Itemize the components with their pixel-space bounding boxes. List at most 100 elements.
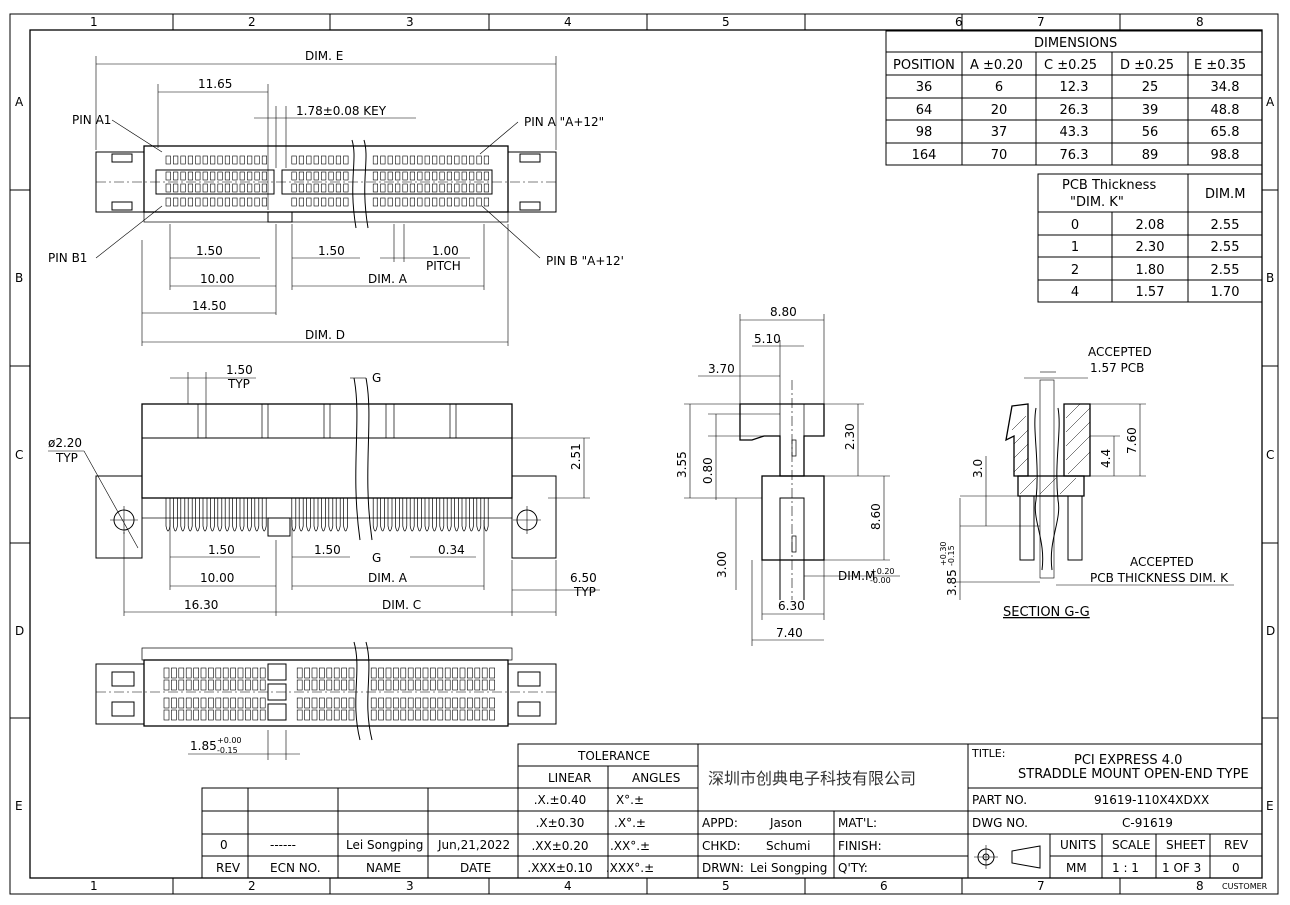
contact-pin [476, 155, 482, 165]
front-view-top-tabs [141, 403, 513, 439]
contact-pad [444, 667, 451, 679]
solder-tail [180, 498, 186, 532]
contact-pin [469, 155, 475, 165]
solder-tail [247, 498, 252, 532]
solder-tail [328, 498, 334, 532]
contact-pin [380, 197, 386, 207]
contact-pin [372, 155, 379, 165]
contact-pad [467, 709, 473, 721]
customer-label: CUSTOMER [1222, 882, 1268, 891]
contact-pin [180, 155, 186, 165]
pcb-table-cell: 2.30 [1136, 240, 1165, 255]
contact-pad [481, 679, 488, 691]
contact-pad [437, 697, 444, 709]
contact-pin [195, 155, 201, 165]
dim-table-cell: 37 [991, 125, 1008, 140]
solder-tail [439, 498, 445, 532]
dim-2-51: 2.51 [569, 443, 583, 470]
solder-tail [306, 498, 311, 532]
pcb-table-cell: 2.08 [1136, 218, 1165, 233]
contact-pad [474, 709, 481, 721]
contact-pad [459, 679, 466, 691]
top-view: DIM. E 11.65 1.78±0.08 KEY PIN A1 PIN A … [48, 49, 624, 346]
contact-pad [333, 667, 340, 679]
contact-pad [245, 667, 251, 679]
contact-pin [224, 183, 230, 193]
zone-top-1: 1 [90, 15, 98, 29]
zone-right-A: A [1266, 95, 1275, 109]
dim-a-top: DIM. A [368, 272, 408, 286]
contact-pad [474, 679, 481, 691]
chkd-label: CHKD: [702, 839, 741, 853]
solder-tail [454, 498, 459, 532]
contact-pin [372, 197, 379, 207]
tolerance-cell: .XX±0.20 [531, 839, 588, 853]
bottom-view: 1.85 +0.00 -0.15 [95, 641, 557, 760]
contact-pin [476, 171, 482, 181]
contact-pad [481, 709, 488, 721]
contact-pin [306, 197, 312, 207]
dim-8-80: 8.80 [770, 305, 797, 319]
dim-6-30: 6.30 [778, 599, 805, 613]
contact-pad [319, 709, 325, 721]
contact-pad [259, 709, 266, 721]
contact-pad [185, 667, 192, 679]
contact-pad [400, 709, 407, 721]
tolerance-cell: .X.±0.40 [534, 793, 587, 807]
contact-pin [165, 183, 171, 193]
solder-tail [202, 498, 208, 532]
contact-pin [173, 171, 179, 181]
contact-pin [173, 197, 179, 207]
contact-pin [446, 183, 453, 193]
sheet-value: 1 OF 3 [1162, 861, 1201, 875]
zone-right-E: E [1266, 799, 1274, 813]
contact-pad [222, 679, 229, 691]
contact-pin [247, 155, 253, 165]
typ2-label: TYP [573, 585, 596, 599]
contact-pad [215, 709, 222, 721]
solder-tail [417, 498, 422, 532]
dim-header-a: A ±0.20 [970, 58, 1023, 73]
contact-pad [326, 709, 333, 721]
contact-pin [454, 197, 460, 207]
contact-pad [467, 679, 473, 691]
contact-pad [208, 667, 214, 679]
solder-tail [254, 498, 260, 532]
contact-pad [237, 667, 244, 679]
contact-pad [444, 709, 451, 721]
contact-pad [171, 667, 177, 679]
contact-pad [437, 667, 444, 679]
contact-pin [261, 171, 268, 181]
contact-pad [193, 667, 199, 679]
units-label: UNITS [1060, 838, 1096, 852]
contact-pad [259, 667, 266, 679]
dim-16-30: 16.30 [184, 598, 218, 612]
contact-pin [291, 197, 297, 207]
contact-pad [385, 709, 392, 721]
contact-pin [239, 197, 245, 207]
contact-pin [380, 155, 386, 165]
contact-pin [380, 183, 386, 193]
pcb-table-cell: 2.55 [1211, 263, 1240, 278]
tolerance-cell: .X±0.30 [536, 816, 585, 830]
dim-11-65: 11.65 [198, 77, 232, 91]
zone-bottom-4: 4 [564, 879, 572, 893]
title-line-2: STRADDLE MOUNT OPEN-END TYPE [1018, 767, 1249, 782]
dim-1-50-front-b: 1.50 [314, 543, 341, 557]
dim-5-10: 5.10 [754, 332, 781, 346]
contact-pin [328, 183, 334, 193]
contact-pad [348, 709, 355, 721]
contact-pad [489, 697, 495, 709]
contact-pin [461, 171, 467, 181]
dim-3-85-tol-dn: -0.15 [947, 545, 956, 566]
contact-pin [387, 155, 393, 165]
dim-e-label: DIM. E [305, 49, 343, 63]
dim-table-cell: 70 [991, 148, 1008, 163]
solder-tail [380, 498, 385, 532]
contact-pad [437, 709, 444, 721]
contact-pad [230, 679, 236, 691]
dim-table-cell: 20 [991, 103, 1008, 118]
dim-d-label: DIM. D [305, 328, 345, 342]
dim-key: 1.78±0.08 KEY [296, 104, 387, 118]
